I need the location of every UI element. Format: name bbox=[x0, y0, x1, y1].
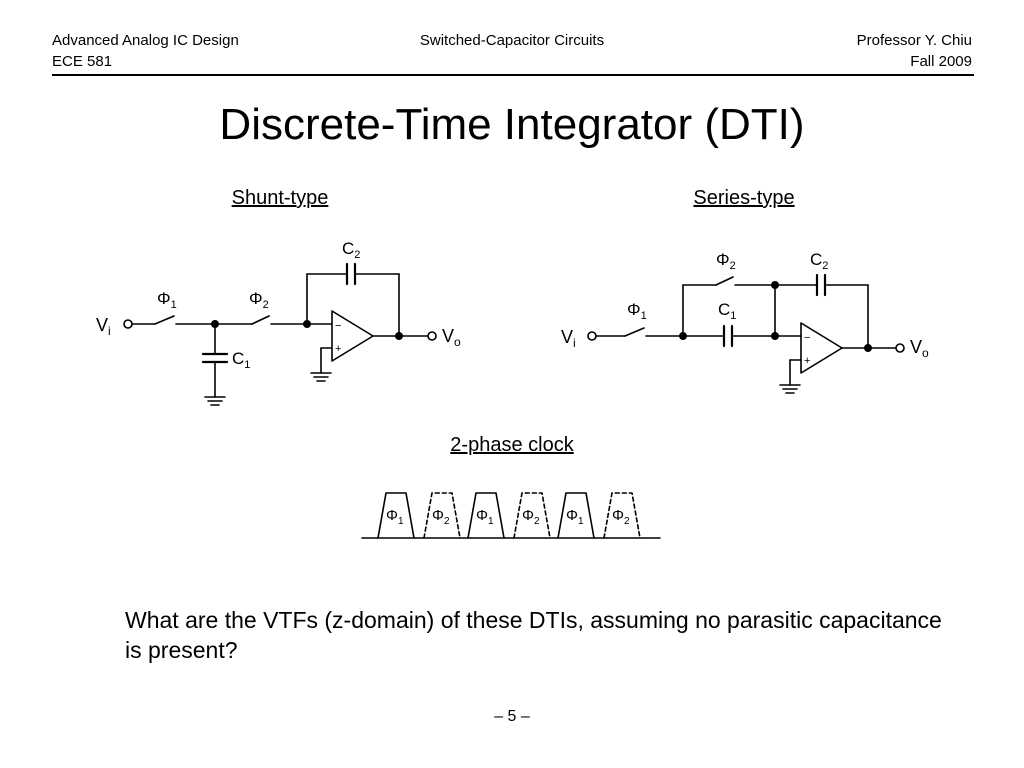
shunt-junction-node bbox=[394, 331, 403, 340]
clock-pulse-label: Φ1 bbox=[386, 507, 404, 527]
clock-pulse-phi2 bbox=[423, 492, 461, 539]
instructor: Professor Y. Chiu bbox=[856, 32, 972, 49]
header-divider bbox=[52, 74, 974, 76]
series-opamp bbox=[789, 322, 843, 386]
series-output-terminal bbox=[895, 343, 905, 353]
shunt-opamp bbox=[320, 310, 374, 374]
series-input-terminal bbox=[587, 331, 597, 341]
series-phi2-switch bbox=[682, 276, 776, 337]
question-text: What are the VTFs (z-domain) of these DT… bbox=[125, 607, 942, 663]
clock-pulse-label: Φ1 bbox=[476, 507, 494, 527]
series-c2-label: C2 bbox=[810, 250, 828, 272]
series-c1-label: C1 bbox=[718, 300, 736, 322]
header-left: Advanced Analog IC Design ECE 581 bbox=[52, 30, 239, 72]
shunt-opamp-ground-icon bbox=[310, 372, 332, 382]
series-opamp-plus: + bbox=[804, 355, 810, 367]
clock-pulse-phi1 bbox=[467, 492, 505, 539]
clock-pulse-phi1 bbox=[377, 492, 415, 539]
series-c2-capacitor bbox=[774, 273, 869, 349]
clock-pulse-phi1 bbox=[557, 492, 595, 539]
series-type-circuit bbox=[587, 273, 905, 394]
series-junction-node bbox=[770, 331, 779, 340]
series-junction-node bbox=[863, 343, 872, 352]
shunt-c2-capacitor bbox=[306, 262, 400, 337]
series-junction-node bbox=[770, 280, 779, 289]
page-number: – 5 – bbox=[494, 708, 530, 725]
shunt-type-label: Shunt-type bbox=[231, 187, 329, 209]
shunt-type-circuit bbox=[123, 262, 437, 406]
shunt-c2-label: C2 bbox=[342, 239, 360, 261]
shunt-vin-label: Vi bbox=[96, 315, 111, 338]
shunt-junction-node bbox=[211, 319, 220, 328]
series-vout-label: Vo bbox=[910, 337, 929, 360]
series-junction-node bbox=[678, 331, 687, 340]
shunt-phi2-switch bbox=[251, 315, 333, 325]
shunt-opamp-plus: + bbox=[335, 343, 341, 355]
clock-pulse-phi2 bbox=[603, 492, 641, 539]
shunt-phi1-label: Φ1 bbox=[157, 289, 177, 311]
course-title: Advanced Analog IC Design bbox=[52, 32, 239, 49]
clock-waveform bbox=[361, 492, 661, 539]
series-type-label: Series-type bbox=[693, 187, 795, 209]
series-opamp-ground-icon bbox=[779, 384, 801, 394]
course-code: ECE 581 bbox=[52, 53, 113, 70]
shunt-phi2-label: Φ2 bbox=[249, 289, 269, 311]
shunt-opamp-minus: − bbox=[335, 320, 341, 332]
slide-title: Discrete-Time Integrator (DTI) bbox=[219, 100, 805, 149]
shunt-junction-node bbox=[302, 319, 311, 328]
clock-pulse-label: Φ2 bbox=[522, 507, 540, 527]
series-c1-capacitor bbox=[682, 324, 802, 348]
header-topic: Switched-Capacitor Circuits bbox=[419, 32, 605, 49]
shunt-input-terminal bbox=[123, 319, 133, 329]
term: Fall 2009 bbox=[910, 53, 972, 70]
shunt-c1-label: C1 bbox=[232, 349, 250, 371]
shunt-output-terminal bbox=[427, 331, 437, 341]
shunt-c1-ground-icon bbox=[204, 396, 226, 406]
clock-pulse-label: Φ2 bbox=[612, 507, 630, 527]
clock-pulse-label: Φ2 bbox=[432, 507, 450, 527]
series-vin-label: Vi bbox=[561, 327, 576, 350]
clock-label: 2-phase clock bbox=[450, 434, 574, 456]
series-phi1-label: Φ1 bbox=[627, 300, 647, 322]
shunt-vout-label: Vo bbox=[442, 326, 461, 349]
shunt-c1-capacitor bbox=[201, 323, 229, 398]
series-opamp-minus: − bbox=[804, 332, 810, 344]
series-phi2-label: Φ2 bbox=[716, 250, 736, 272]
header-right: Professor Y. Chiu Fall 2009 bbox=[857, 30, 972, 72]
clock-pulse-phi2 bbox=[513, 492, 551, 539]
shunt-phi1-switch bbox=[154, 315, 216, 325]
clock-pulse-label: Φ1 bbox=[566, 507, 584, 527]
series-phi1-switch bbox=[624, 327, 684, 337]
